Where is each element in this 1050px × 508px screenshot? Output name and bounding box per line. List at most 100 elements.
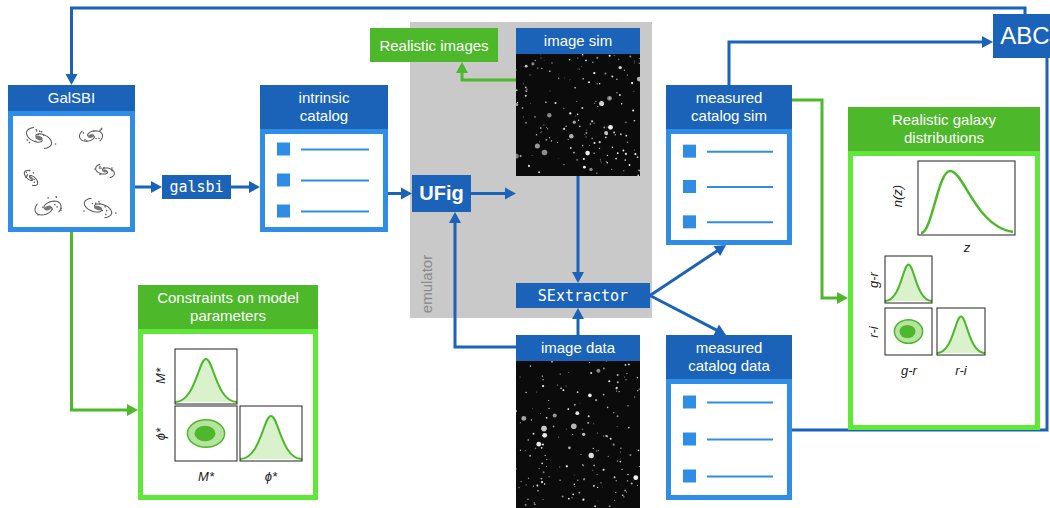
star bbox=[623, 170, 624, 171]
axis-label: g-r bbox=[867, 272, 880, 288]
star bbox=[537, 485, 539, 487]
star bbox=[535, 60, 536, 61]
arrow-head bbox=[401, 188, 412, 200]
star bbox=[581, 65, 583, 67]
star bbox=[535, 144, 540, 149]
node-text: ABC bbox=[1000, 22, 1049, 50]
list-square bbox=[683, 145, 696, 158]
axis-label: n(z) bbox=[891, 185, 904, 207]
star bbox=[583, 479, 584, 480]
star bbox=[588, 394, 592, 398]
galaxy-arm bbox=[87, 129, 104, 144]
node-text: intrinsic catalog bbox=[276, 89, 372, 125]
galaxy-illustration bbox=[13, 116, 130, 227]
star bbox=[558, 437, 559, 438]
star bbox=[620, 452, 621, 453]
star bbox=[597, 487, 598, 488]
density-curve bbox=[937, 316, 985, 353]
galaxy-dot bbox=[60, 209, 62, 211]
star bbox=[603, 127, 605, 129]
star bbox=[543, 60, 545, 62]
nz-curve bbox=[921, 171, 1013, 233]
star bbox=[603, 435, 604, 436]
galaxy-dot bbox=[60, 207, 62, 209]
connector bbox=[572, 176, 584, 283]
star bbox=[634, 120, 636, 122]
star bbox=[571, 497, 573, 499]
star bbox=[557, 142, 558, 143]
galaxy-core bbox=[28, 176, 33, 181]
connector bbox=[792, 36, 1050, 430]
star bbox=[577, 480, 578, 481]
galaxy-dot bbox=[111, 170, 113, 172]
galaxy-dot bbox=[99, 173, 101, 175]
galaxy-dot bbox=[98, 201, 100, 203]
density-curve bbox=[885, 264, 932, 301]
list-square bbox=[683, 470, 696, 483]
star bbox=[624, 70, 625, 71]
galaxy-dot bbox=[55, 196, 57, 198]
star bbox=[579, 492, 581, 494]
star bbox=[565, 428, 567, 430]
star bbox=[633, 91, 635, 93]
list-line bbox=[707, 439, 773, 441]
node-text: galsbi bbox=[169, 178, 223, 196]
node-text: emulator bbox=[418, 255, 435, 313]
star bbox=[542, 433, 547, 438]
star bbox=[583, 158, 585, 160]
star bbox=[606, 133, 608, 135]
star bbox=[634, 60, 635, 61]
star bbox=[603, 368, 605, 370]
star bbox=[600, 482, 601, 483]
star bbox=[615, 158, 617, 160]
catalog-panel: intrinsic catalog bbox=[260, 85, 388, 232]
process-box: UFig bbox=[412, 175, 471, 212]
arrow-head bbox=[837, 292, 848, 304]
star bbox=[582, 145, 584, 147]
star bbox=[581, 107, 583, 109]
star bbox=[583, 478, 584, 479]
star bbox=[541, 68, 542, 69]
star bbox=[547, 113, 551, 117]
star bbox=[613, 412, 615, 414]
connector bbox=[792, 100, 848, 304]
contour-inner bbox=[900, 325, 916, 338]
star bbox=[605, 137, 607, 139]
star bbox=[563, 128, 565, 130]
star bbox=[574, 486, 575, 487]
star bbox=[578, 120, 579, 121]
star bbox=[564, 77, 566, 79]
star bbox=[639, 63, 640, 64]
galaxy-core bbox=[102, 169, 108, 173]
list-line bbox=[707, 476, 773, 478]
catalog-panel: measured catalog data bbox=[666, 335, 792, 500]
star bbox=[621, 469, 622, 470]
plot-frame bbox=[918, 161, 1015, 235]
star bbox=[620, 133, 622, 135]
star bbox=[534, 504, 535, 505]
star bbox=[617, 381, 619, 383]
list-icon bbox=[265, 134, 383, 227]
star bbox=[574, 87, 576, 89]
density-curve bbox=[240, 416, 302, 459]
star bbox=[609, 55, 611, 57]
galaxy-arm bbox=[92, 203, 113, 220]
star bbox=[613, 132, 615, 134]
arrow-head bbox=[714, 245, 726, 256]
star bbox=[542, 385, 544, 387]
sky-image bbox=[516, 54, 640, 176]
galaxy-dot bbox=[25, 176, 27, 178]
star bbox=[536, 442, 541, 447]
star bbox=[637, 175, 639, 177]
star bbox=[627, 142, 629, 144]
process-box: ABC bbox=[993, 14, 1050, 58]
image-panel: image sim bbox=[516, 28, 640, 176]
galaxy-dot bbox=[86, 140, 88, 142]
star bbox=[616, 92, 617, 93]
galaxy-dot bbox=[105, 213, 107, 215]
star bbox=[530, 365, 532, 367]
star bbox=[573, 474, 575, 476]
star bbox=[525, 65, 528, 68]
star bbox=[516, 89, 518, 91]
star bbox=[546, 466, 547, 467]
